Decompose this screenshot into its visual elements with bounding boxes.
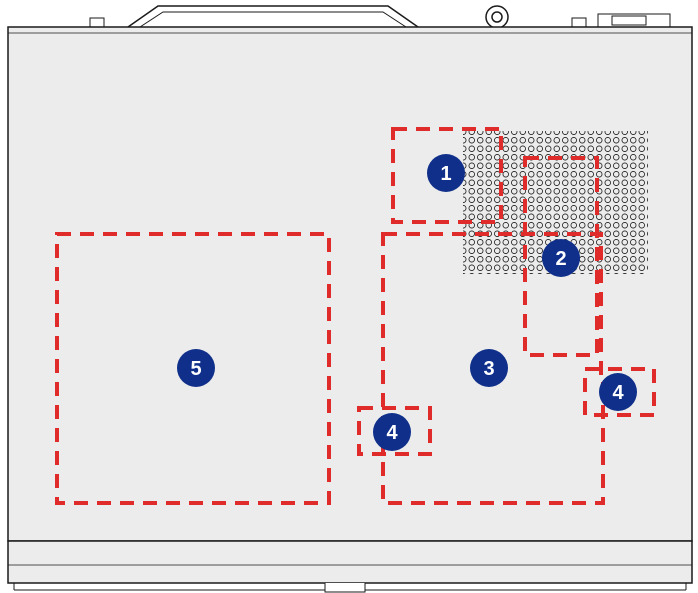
zone-3 <box>381 232 605 505</box>
zone-4a <box>357 406 432 456</box>
right-port-inner <box>611 15 647 26</box>
svg-text:3: 3 <box>483 358 494 380</box>
front-bezel <box>7 540 693 593</box>
carry-handle-inner <box>139 11 407 28</box>
right-connector-a <box>571 17 587 28</box>
zone-1 <box>391 127 503 224</box>
chassis-body <box>7 26 693 542</box>
callout-badge-3: 3 <box>470 349 508 387</box>
zone-2 <box>523 156 599 357</box>
front-latch <box>324 583 366 593</box>
svg-text:5: 5 <box>190 358 201 380</box>
callout-badge-2: 2 <box>542 239 580 277</box>
svg-text:4: 4 <box>386 422 398 444</box>
callout-badge-1: 1 <box>427 154 465 192</box>
callout-badge-5: 5 <box>177 349 215 387</box>
left-connector <box>89 17 105 28</box>
callout-badge-4b: 4 <box>599 373 637 411</box>
top-edge-hardware <box>89 5 671 29</box>
svg-text:4: 4 <box>612 382 624 404</box>
svg-text:1: 1 <box>440 163 451 185</box>
svg-text:2: 2 <box>555 248 566 270</box>
mounting-eyelet-hole <box>491 11 503 23</box>
carry-handle <box>127 5 419 28</box>
callout-badge-4a: 4 <box>373 413 411 451</box>
zone-5 <box>55 232 331 505</box>
zone-4b <box>583 367 656 417</box>
